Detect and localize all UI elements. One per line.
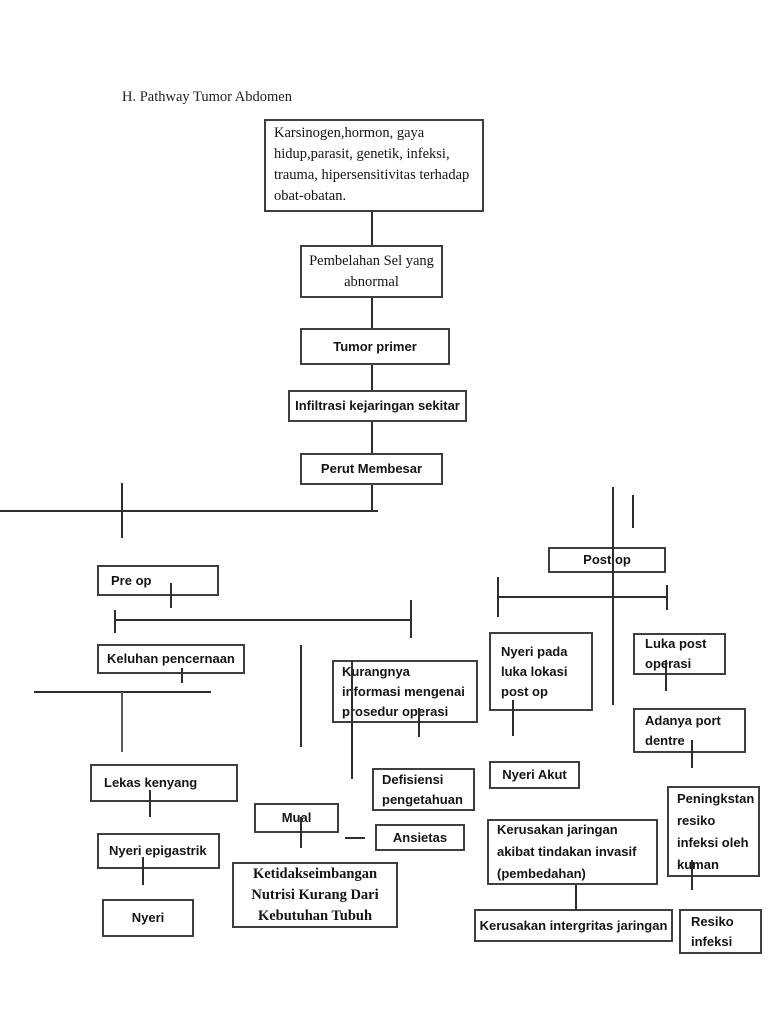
postop-horizontal bbox=[498, 596, 667, 598]
connector-infiltrasi-perut bbox=[371, 422, 373, 453]
node-nyeri: Nyeri bbox=[102, 899, 194, 937]
nyeri-pada-tail bbox=[512, 700, 514, 736]
branch-horizontal-main bbox=[0, 510, 378, 512]
mual-tail bbox=[300, 817, 302, 848]
node-kerusakan-jaringan: Kerusakan jaringan akibat tindakan invas… bbox=[487, 819, 658, 885]
branch-tick-left bbox=[121, 483, 123, 538]
postop-horizontal-left-tick bbox=[497, 577, 499, 617]
node-resiko-infeksi: Resiko infeksi bbox=[679, 909, 762, 954]
mual-ansietas-dash bbox=[345, 837, 365, 839]
peningkstan-tail bbox=[691, 860, 693, 890]
connector-karsinogen-pembelahan bbox=[371, 212, 373, 245]
adanya-port-tail bbox=[691, 740, 693, 768]
preop-tail bbox=[170, 583, 172, 608]
postop-horizontal-right-tick bbox=[666, 585, 668, 610]
nyeri-epigastrik-tail bbox=[142, 857, 144, 885]
node-kerusakan-intergritas: Kerusakan intergritas jaringan bbox=[474, 909, 673, 942]
connector-pembelahan-tumor bbox=[371, 298, 373, 328]
lekas-tail bbox=[149, 790, 151, 817]
node-post-op: Post op bbox=[548, 547, 666, 573]
node-pembelahan-sel: Pembelahan Sel yang abnormal bbox=[300, 245, 443, 298]
node-kurangnya-informasi: Kurangnya informasi mengenai prosedur op… bbox=[332, 660, 478, 723]
node-pre-op: Pre op bbox=[97, 565, 219, 596]
node-nyeri-epigastrik: Nyeri epigastrik bbox=[97, 833, 220, 869]
keluhan-lekas-connector bbox=[121, 692, 123, 752]
keluhan-tail bbox=[181, 668, 183, 683]
node-perut-membesar: Perut Membesar bbox=[300, 453, 443, 485]
node-keluhan-pencernaan: Keluhan pencernaan bbox=[97, 644, 245, 674]
preop-horizontal bbox=[115, 619, 412, 621]
node-nyeri-akut: Nyeri Akut bbox=[489, 761, 580, 789]
kurangnya-vertical bbox=[351, 660, 353, 779]
node-peningkstan-resiko: Peningkstan resiko infeksi oleh kuman bbox=[667, 786, 760, 877]
kurangnya-tick bbox=[418, 708, 420, 737]
node-nyeri-pada-luka: Nyeri pada luka lokasi post op bbox=[489, 632, 593, 711]
node-karsinogen: Karsinogen,hormon, gaya hidup,parasit, g… bbox=[264, 119, 484, 212]
connector-perut-split bbox=[371, 485, 373, 511]
branch-tick-postop bbox=[632, 495, 634, 528]
node-ketidakseimbangan-nutrisi: Ketidakseimbangan Nutrisi Kurang Dari Ke… bbox=[232, 862, 398, 928]
page-title: H. Pathway Tumor Abdomen bbox=[122, 89, 292, 105]
mid-vertical-long bbox=[300, 645, 302, 747]
node-ansietas: Ansietas bbox=[375, 824, 465, 851]
preop-horizontal-left-tick bbox=[114, 610, 116, 633]
luka-post-tail bbox=[665, 660, 667, 691]
node-tumor-primer: Tumor primer bbox=[300, 328, 450, 365]
preop-horizontal-right-tick bbox=[410, 600, 412, 638]
kerusakan-jaringan-tail bbox=[575, 885, 577, 911]
node-luka-post-operasi: Luka post operasi bbox=[633, 633, 726, 675]
node-mual: Mual bbox=[254, 803, 339, 833]
node-infiltrasi: Infiltrasi kejaringan sekitar bbox=[288, 390, 467, 422]
connector-tumor-infiltrasi bbox=[371, 365, 373, 390]
node-defisiensi-pengetahuan: Defisiensi pengetahuan bbox=[372, 768, 475, 811]
node-adanya-port-dentre: Adanya port dentre bbox=[633, 708, 746, 753]
node-lekas-kenyang: Lekas kenyang bbox=[90, 764, 238, 802]
